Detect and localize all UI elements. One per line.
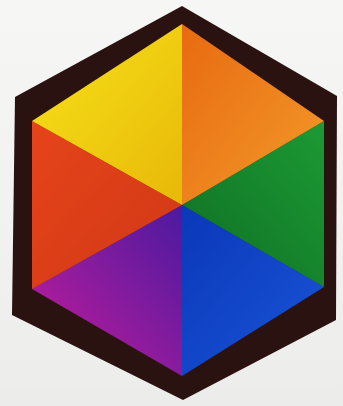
photo [0,0,343,406]
hexagon-color-wheel [0,0,343,406]
